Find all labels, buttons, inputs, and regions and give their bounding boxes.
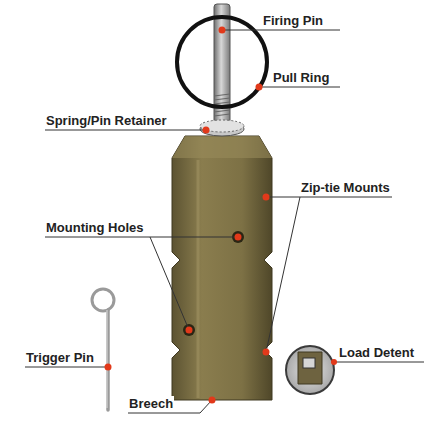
body-highlight bbox=[197, 160, 200, 398]
part-label: Zip-tie Mounts bbox=[300, 180, 391, 195]
part-label: Breech bbox=[128, 396, 174, 411]
detent-detail bbox=[298, 352, 322, 384]
part-label: Trigger Pin bbox=[25, 350, 95, 365]
part-label: Mounting Holes bbox=[45, 220, 145, 235]
mounting-hole bbox=[183, 324, 195, 336]
part-label: Load Detent bbox=[338, 345, 415, 360]
part-label: Firing Pin bbox=[262, 13, 324, 28]
trigger-pin bbox=[106, 310, 110, 410]
detent-detail bbox=[303, 358, 315, 368]
detent-inset bbox=[286, 346, 334, 394]
body-chamfer bbox=[172, 136, 272, 158]
trigger-pin-loop bbox=[92, 289, 114, 311]
part-label: Spring/Pin Retainer bbox=[45, 113, 168, 128]
callout-dots bbox=[105, 27, 338, 404]
part-label: Pull Ring bbox=[272, 70, 330, 85]
trigger-pin-highlight bbox=[107, 310, 108, 408]
leader-lines bbox=[25, 30, 424, 413]
device-body bbox=[172, 136, 272, 400]
